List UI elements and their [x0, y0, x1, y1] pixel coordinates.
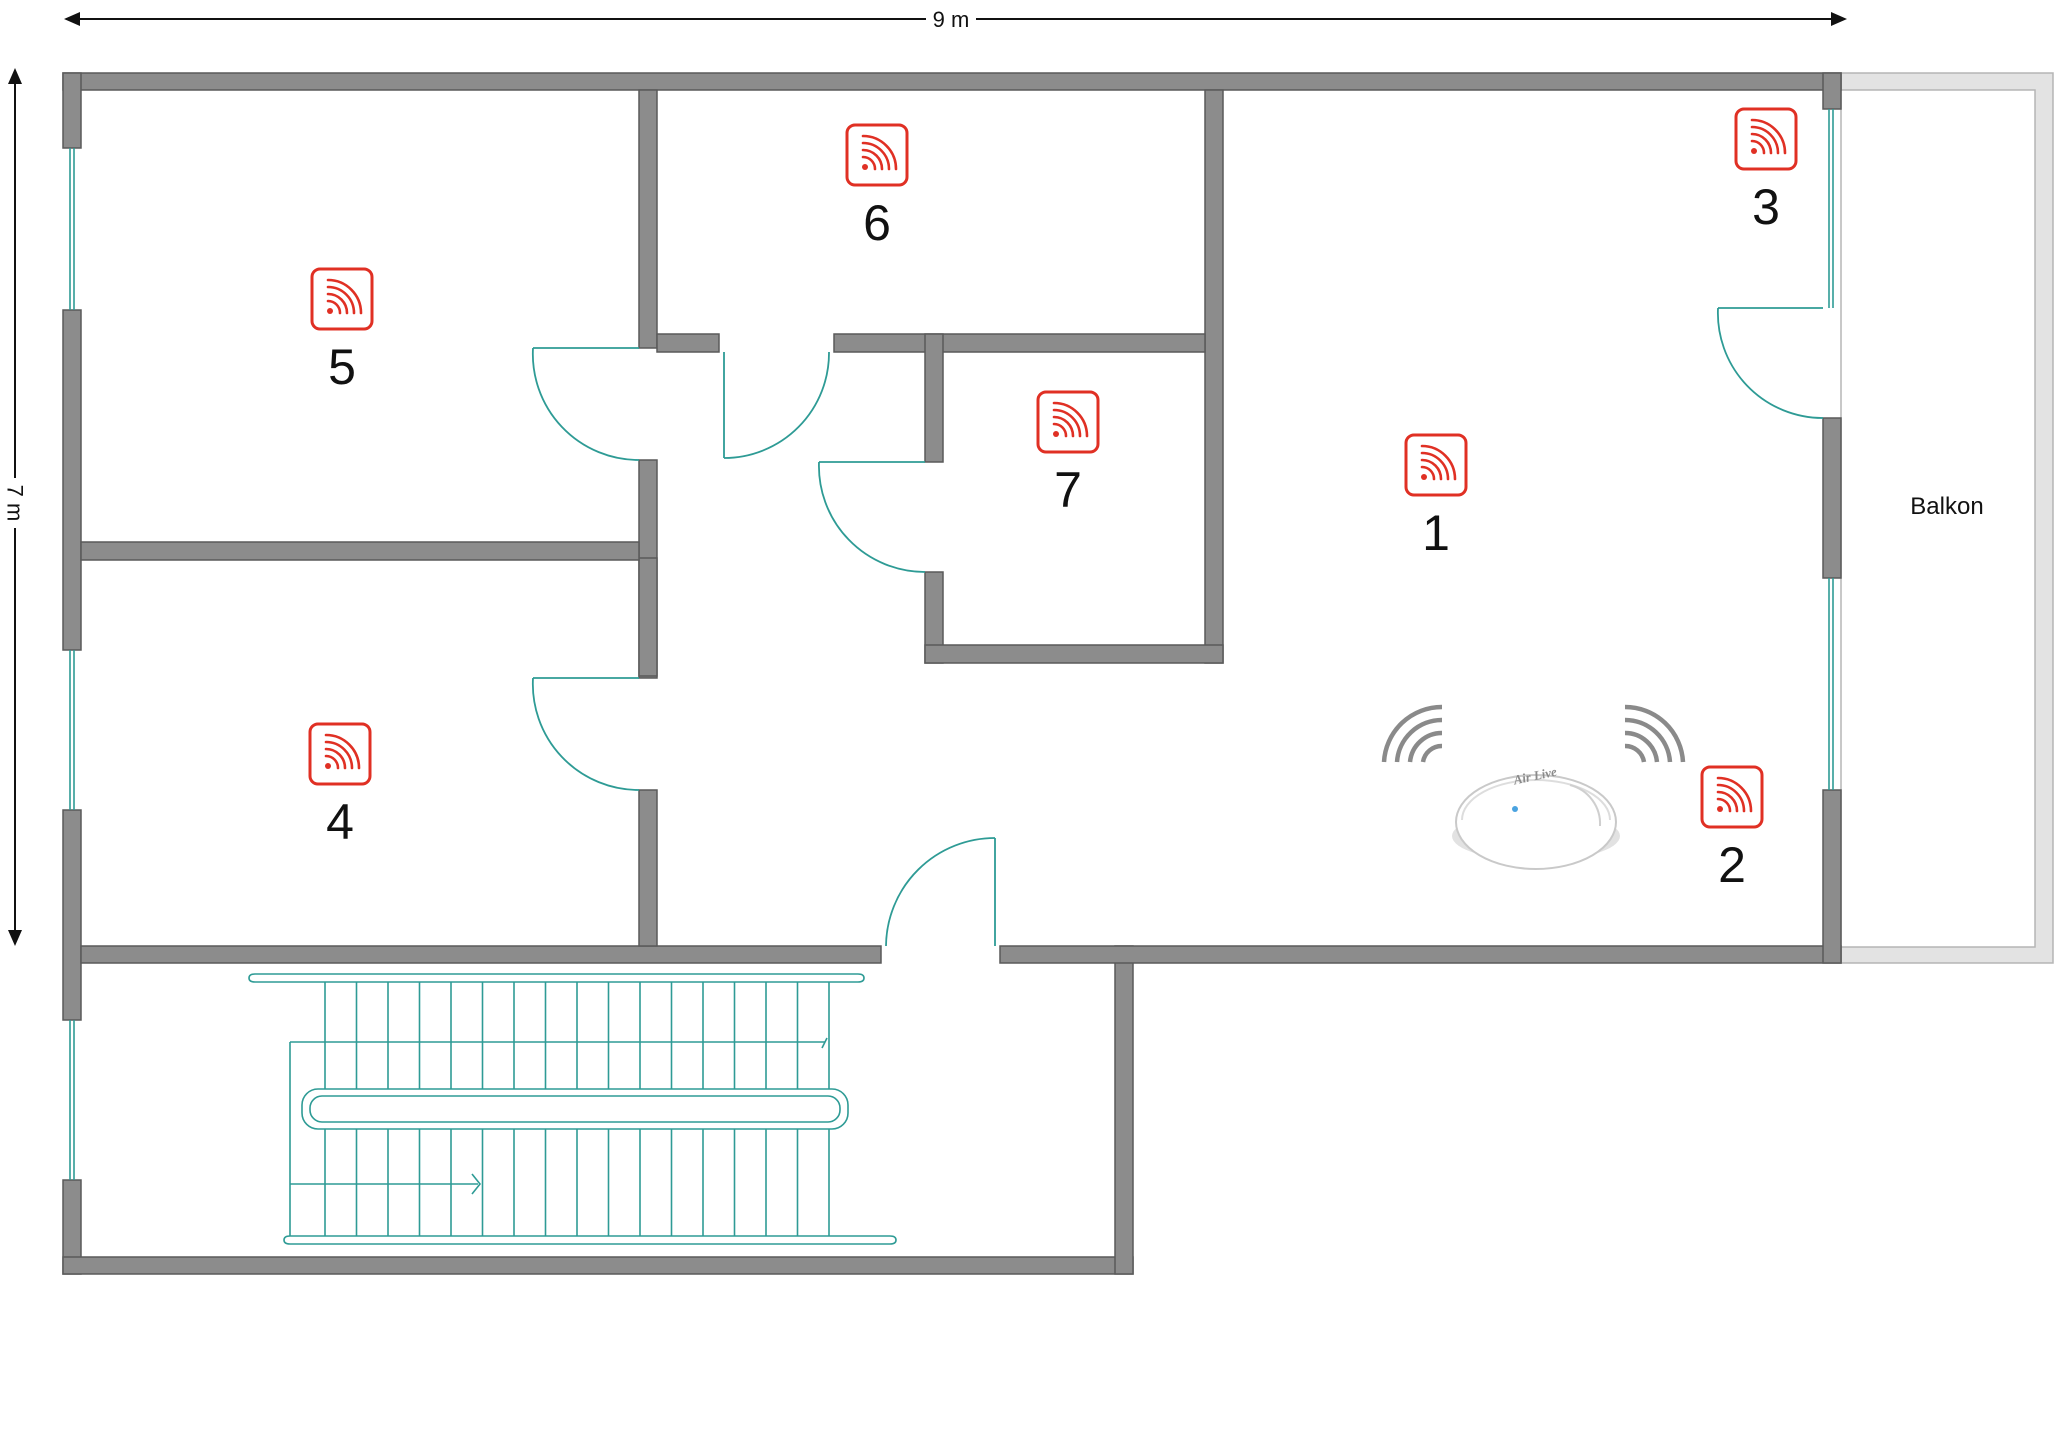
walls	[62, 72, 1842, 1275]
measurement-points: 1 2 3 4 5 6 7	[308, 107, 1798, 893]
wifi-signal-icon	[1036, 390, 1100, 454]
height-label: 7 m	[3, 485, 28, 522]
measurement-point-label: 1	[1422, 505, 1450, 561]
measurement-point: 1	[1404, 433, 1468, 561]
measurement-point: 6	[845, 123, 909, 251]
wifi-signal-icon	[1700, 765, 1764, 829]
waves-left	[1381, 704, 1443, 763]
measurement-point: 2	[1700, 765, 1764, 893]
measurement-point-label: 2	[1718, 837, 1746, 893]
measurement-point: 3	[1734, 107, 1798, 235]
wifi-signal-icon	[845, 123, 909, 187]
wifi-signal-icon	[310, 267, 374, 331]
waves-right	[1624, 704, 1686, 763]
measurement-point-label: 4	[326, 794, 354, 850]
measurement-point-label: 3	[1752, 179, 1780, 235]
staircase	[248, 973, 897, 1245]
measurement-point-label: 5	[328, 339, 356, 395]
measurement-point-label: 6	[863, 195, 891, 251]
wifi-signal-icon	[308, 722, 372, 786]
measurement-point-label: 7	[1054, 462, 1082, 518]
width-label: 9 m	[933, 7, 970, 32]
wifi-signal-icon	[1734, 107, 1798, 171]
measurement-point: 7	[1036, 390, 1100, 518]
balcony-label: Balkon	[1910, 493, 1983, 520]
windows	[69, 109, 1834, 1180]
measurement-point: 4	[308, 722, 372, 850]
height-dimension: 7 m	[2, 68, 28, 946]
balcony: Balkon	[1840, 72, 2054, 964]
stair-treads	[324, 982, 830, 1236]
measurement-point: 5	[310, 267, 374, 395]
wifi-signal-icon	[1404, 433, 1468, 497]
access-point: Air Live	[1381, 704, 1686, 870]
width-dimension: 9 m	[64, 6, 1847, 32]
doors	[531, 307, 1824, 947]
